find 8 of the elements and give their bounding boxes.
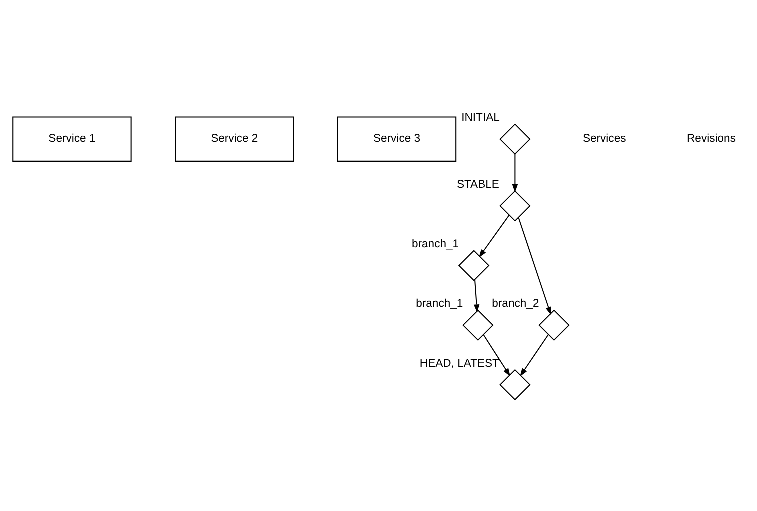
node-label: branch_1 [416, 298, 464, 310]
node-label: branch_2 [492, 298, 540, 310]
label: Revisions [687, 132, 736, 145]
node-label: STABLE [456, 178, 500, 190]
node-label: branch_1 [412, 238, 460, 250]
label: Services [582, 132, 626, 145]
node-label: HEAD, LATEST [420, 357, 500, 370]
node-label: INITIAL [462, 112, 500, 124]
